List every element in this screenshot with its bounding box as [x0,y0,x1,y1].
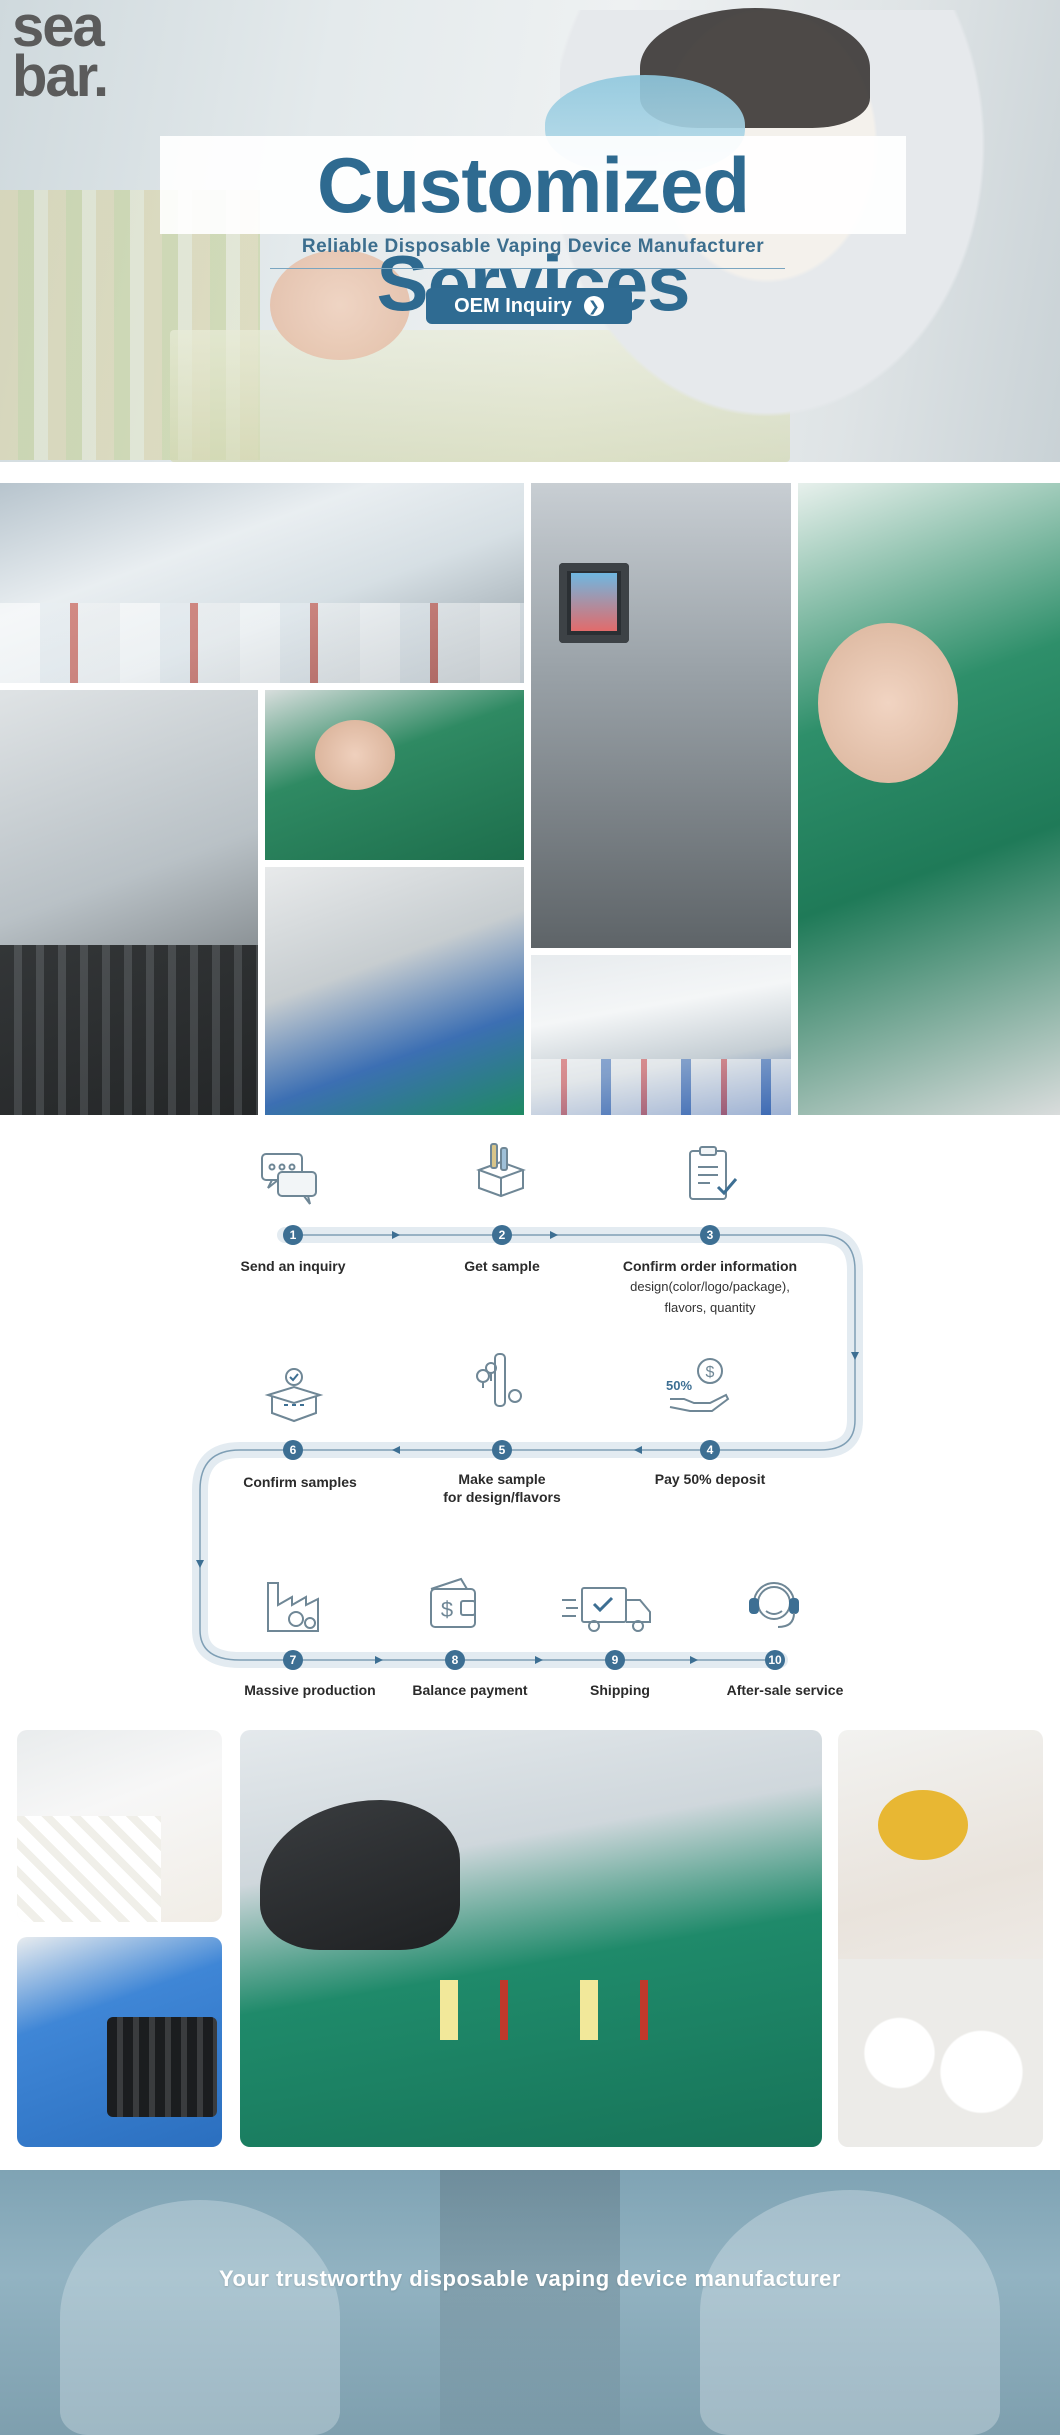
hero-title-backdrop [160,136,906,234]
step-label-make-sample-sub: for design/flavors [443,1489,561,1505]
step-label-balance-payment: Balance payment [412,1682,528,1698]
headset-support-icon [749,1582,799,1628]
box-check-icon [264,1368,324,1423]
step-number-4: 4 [700,1440,720,1460]
step-number-3: 3 [700,1225,720,1245]
step-label-after-sale: After-sale service [726,1682,844,1698]
footer-tagline: Your trustworthy disposable vaping devic… [219,2266,841,2291]
step-label-get-sample: Get sample [464,1258,540,1274]
svg-text:$: $ [706,1364,715,1381]
brand-logo-line1: sea [12,0,105,59]
step-label-pay-deposit: Pay 50% deposit [654,1471,766,1487]
step-label-send-inquiry: Send an inquiry [240,1258,346,1274]
soldering-station-photo [265,867,524,1115]
dollar-hand-icon: $ [669,1358,730,1412]
step-label-make-sample: Make sample [458,1471,546,1487]
chevron-right-icon: ❯ [583,296,604,316]
sample-box-icon [476,1143,526,1198]
conveyor-belt-photo [240,1730,822,2147]
brand-logo-line2: bar. [12,44,109,109]
delivery-truck-icon [562,1587,651,1632]
step-number-8: 8 [445,1650,465,1670]
step-label-massive-production: Massive production [244,1682,376,1698]
gloved-hand-photo [838,1730,1043,2147]
battery-tray-photo [17,1937,222,2147]
step-number-2: 2 [492,1225,512,1245]
oem-inquiry-label: OEM Inquiry [454,294,572,317]
hero-subtitle: Reliable Disposable Vaping Device Manufa… [301,236,765,257]
step-number-1: 1 [283,1225,303,1245]
oem-inquiry-button[interactable]: OEM Inquiry ❯ [426,288,632,324]
workers-line-photo [531,955,791,1115]
factory-gear-icon [267,1582,319,1632]
step-label-confirm-order: Confirm order information [622,1258,798,1274]
chat-bubbles-icon [261,1153,317,1205]
deposit-percent-text: 50% [666,1378,693,1393]
step-number-9: 9 [605,1650,625,1670]
step-label-confirm-samples: Confirm samples [243,1474,357,1490]
hero-subtitle-underline [270,268,785,269]
vape-device-icon [476,1353,522,1407]
pcb-inspection-photo [265,690,524,860]
step-number-10: 10 [765,1650,785,1670]
factory-floor-photo [0,483,524,683]
step-detail-design: design(color/logo/package), [630,1279,790,1294]
footer-machine [440,2170,620,2435]
svg-text:$: $ [441,1597,453,1622]
footer-banner: Your trustworthy disposable vaping devic… [0,2170,1060,2435]
lab-equipment-photo [0,690,258,1115]
hero-title: Customized Services [316,141,750,327]
cotton-assembly-photo [17,1730,222,1922]
clipboard-check-icon [689,1146,738,1200]
step-label-shipping: Shipping [590,1682,650,1698]
step-number-7: 7 [283,1650,303,1670]
step-detail-flavors: flavors, quantity [664,1300,756,1315]
wallet-dollar-icon: $ [430,1577,476,1628]
footer-worker-right [700,2190,1000,2435]
assembly-hands-photo [798,483,1060,1115]
hero-banner: sea bar. Customized Services Reliable Di… [0,0,1060,462]
step-number-5: 5 [492,1440,512,1460]
step-number-6: 6 [283,1440,303,1460]
footer-worker-left [60,2200,340,2435]
brand-logo[interactable]: sea bar. [12,0,109,109]
inspection-machine-photo [531,483,791,948]
